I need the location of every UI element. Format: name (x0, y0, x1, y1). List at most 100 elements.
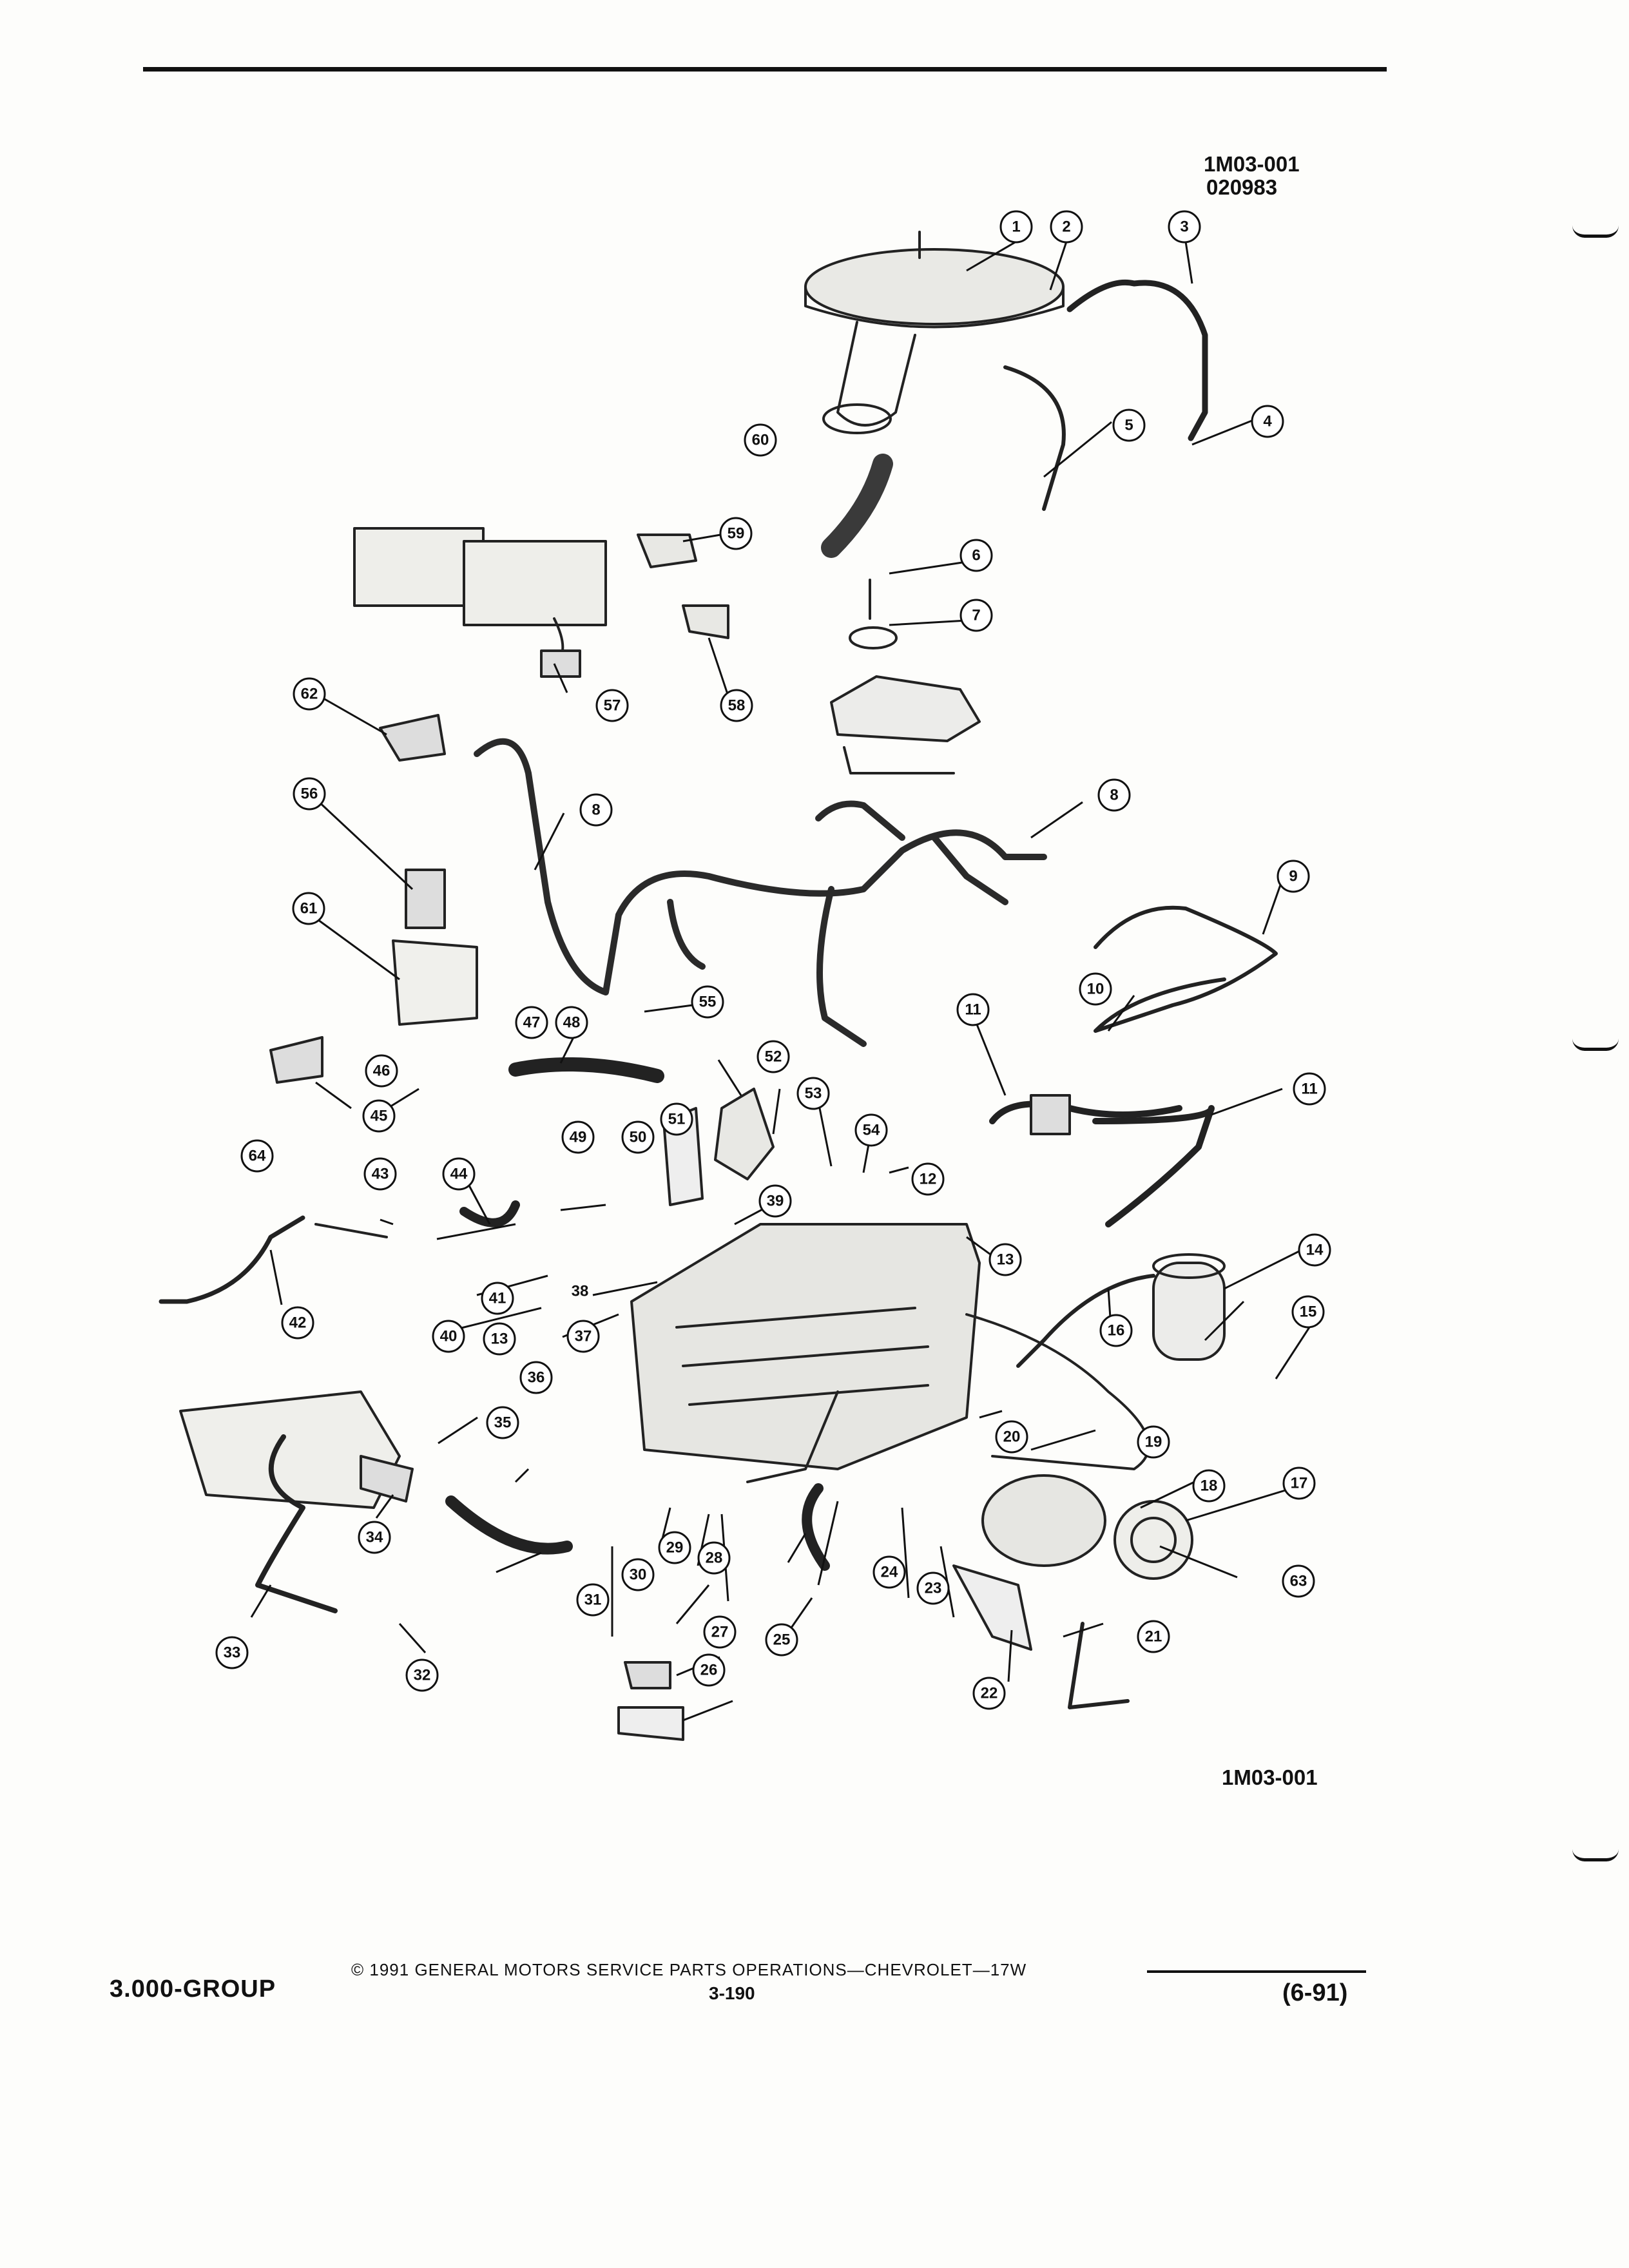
bracket-26 (617, 1706, 684, 1741)
line-64 (314, 1223, 388, 1238)
callout-11b: 11 (1301, 1081, 1317, 1098)
callout-4: 4 (1263, 413, 1272, 430)
callout-27: 27 (711, 1624, 729, 1641)
callout-28: 28 (706, 1550, 723, 1567)
callout-13: 13 (997, 1251, 1014, 1269)
callout-9: 9 (1289, 868, 1297, 885)
binder-hole-mark-top (1572, 226, 1619, 238)
callout-41: 41 (489, 1290, 506, 1307)
fuel-line-33 (255, 1434, 338, 1613)
bracket-61 (392, 939, 478, 1026)
callout-38: 38 (572, 1283, 589, 1300)
footer-rule (1147, 1970, 1366, 1973)
callout-58: 58 (728, 697, 746, 715)
callout-40: 40 (440, 1328, 458, 1345)
pcv-vent-tube (1066, 279, 1208, 441)
callout-35: 35 (494, 1414, 512, 1432)
callout-15: 15 (1300, 1303, 1317, 1321)
air-diverter-valve (1030, 1094, 1071, 1135)
line-64-42 (159, 1215, 305, 1304)
callout-32: 32 (414, 1667, 431, 1684)
figure-label: 1M03-001 (1222, 1765, 1318, 1789)
callout-24: 24 (881, 1564, 898, 1581)
air-cleaner-assembly (804, 231, 1065, 434)
binder-hole-mark-middle (1572, 1039, 1619, 1051)
charcoal-canister (1152, 1253, 1226, 1361)
callout-8: 8 (1110, 787, 1118, 804)
callout-22: 22 (981, 1685, 998, 1702)
callout-8b: 8 (592, 802, 600, 819)
callout-34: 34 (366, 1529, 383, 1546)
callout-19: 19 (1145, 1434, 1162, 1451)
callout-56: 56 (301, 785, 318, 803)
bracket-27 (624, 1661, 671, 1689)
callout-44: 44 (450, 1166, 468, 1183)
callout-46: 46 (373, 1062, 390, 1080)
mount-45 (269, 1036, 323, 1084)
copyright-line: © 1991 GENERAL MOTORS SERVICE PARTS OPER… (351, 1960, 1027, 1979)
air-hose-11b (1092, 1105, 1215, 1227)
callout-47: 47 (523, 1014, 541, 1032)
page-number: 3-190 (709, 1983, 755, 2003)
callout-6: 6 (972, 547, 980, 564)
callout-53: 53 (805, 1085, 822, 1102)
bracket-58 (682, 604, 729, 639)
callout-18: 18 (1200, 1477, 1218, 1495)
callout-25: 25 (773, 1631, 791, 1649)
callout-14: 14 (1306, 1242, 1324, 1259)
callout-10: 10 (1087, 981, 1104, 998)
callout-51: 51 (668, 1111, 686, 1128)
callout-43: 43 (372, 1166, 389, 1183)
callout-38-anchor (580, 1282, 581, 1283)
callout-57: 57 (604, 697, 621, 715)
callout-60: 60 (752, 432, 769, 449)
callout-5: 5 (1124, 417, 1133, 434)
callout-29: 29 (666, 1539, 684, 1557)
ecm-bracket-assembly (353, 527, 607, 678)
callout-59: 59 (728, 525, 745, 543)
egr-valve (714, 1088, 775, 1180)
group-label: 3.000-GROUP (110, 1975, 276, 2003)
callout-50: 50 (630, 1129, 647, 1146)
callout-23: 23 (925, 1580, 942, 1597)
callout-33: 33 (224, 1644, 241, 1662)
engine-block (630, 1223, 1150, 1483)
vacuum-hose (1003, 365, 1066, 511)
cover-62 (379, 714, 446, 762)
callout-52: 52 (765, 1048, 782, 1066)
callout-54: 54 (863, 1122, 880, 1139)
callout-3: 3 (1180, 218, 1188, 236)
callout-62: 62 (301, 686, 318, 703)
callout-1: 1 (1012, 218, 1020, 236)
callout-42: 42 (289, 1314, 307, 1332)
callout-11: 11 (965, 1001, 981, 1019)
wiring-harness (474, 738, 1047, 1047)
callout-31: 31 (584, 1591, 602, 1609)
callout-45: 45 (371, 1108, 388, 1125)
figure-code: 1M03-001 (1204, 152, 1300, 176)
hose-25 (802, 1483, 830, 1571)
module-56 (405, 869, 446, 929)
carburetor (830, 579, 981, 774)
callout-55: 55 (699, 994, 717, 1011)
revision-date: (6-91) (1282, 1979, 1348, 2006)
hose-48 (508, 1057, 664, 1083)
date-code: 020983 (1206, 175, 1278, 199)
callout-61: 61 (300, 900, 318, 918)
callout-16: 16 (1108, 1322, 1125, 1340)
callout-37: 37 (575, 1328, 592, 1345)
binder-hole-mark-bottom (1572, 1849, 1619, 1861)
callout-63: 63 (1290, 1573, 1307, 1590)
intake-duct (821, 454, 893, 558)
callout-17: 17 (1291, 1475, 1308, 1492)
bracket-22 (952, 1564, 1032, 1651)
callout-21: 21 (1145, 1628, 1162, 1646)
canister-hose-16 (1016, 1274, 1155, 1368)
hose-44 (459, 1200, 520, 1227)
callout-64: 64 (249, 1148, 266, 1165)
callout-7: 7 (972, 607, 980, 624)
callout-markers (215, 210, 1331, 1710)
callout-numbers: 1 2 3 4 5 6 7 8 8 9 10 11 11 12 13 13 14… (224, 218, 1324, 1702)
callout-36: 36 (528, 1369, 545, 1387)
